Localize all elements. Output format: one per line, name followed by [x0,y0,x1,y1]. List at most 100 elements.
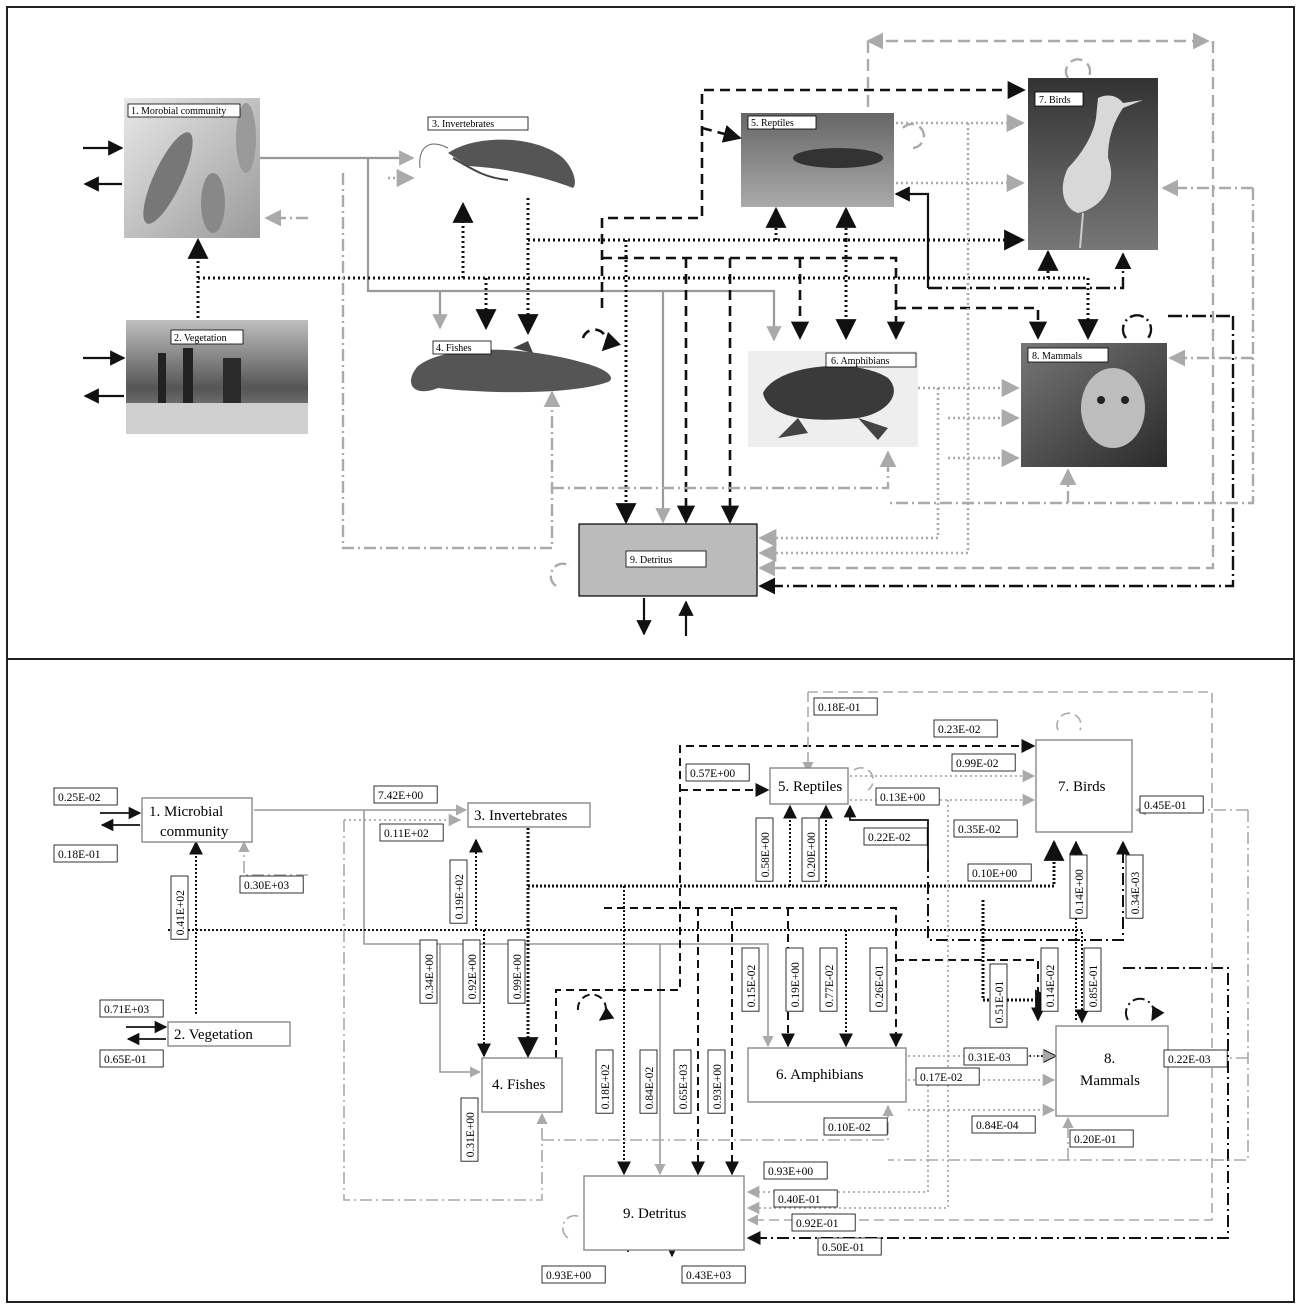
microbial-photo-label: 1. Morobial community [131,106,226,117]
flow-value-text: 0.14E+00 [1074,869,1086,914]
flow-value-label: 0.71E+03 [100,1000,163,1017]
flow-value-label: 0.93E+00 [764,1162,827,1179]
pictorial-network-panel: 1. Morobial community 2. Vegetation 3. I… [6,6,1295,660]
flow-value-label: 0.93E+00 [708,1050,725,1113]
flow-value-label: 0.92E+00 [463,940,480,1003]
mammals-node [1056,1026,1168,1116]
flow-value-label: 0.77E-02 [820,948,837,1011]
top-black-dotted-flows [198,198,1088,522]
mammals-node-label-2: Mammals [1080,1073,1140,1089]
flow-value-label: 0.13E+00 [876,788,939,805]
fishes-photo-label: 4. Fishes [436,343,472,354]
flow-value-text: 0.23E-02 [938,724,981,736]
flow-value-label: 0.31E-03 [964,1048,1027,1065]
flow-value-label: 0.57E+00 [686,764,749,781]
flow-value-text: 0.93E+00 [712,1064,724,1109]
flow-value-text: 0.15E-02 [746,964,758,1007]
invertebrates-node-label: 3. Invertebrates [474,808,567,824]
quantitative-network-svg: 1. Microbial community 2. Vegetation 3. … [8,660,1297,1305]
flow-value-label: 0.65E-01 [100,1050,163,1067]
flow-value-text: 0.99E+00 [512,954,524,999]
flow-value-label: 0.65E+03 [674,1050,691,1113]
flow-value-label: 0.14E-02 [1041,948,1058,1011]
flow-value-label: 0.58E+00 [756,818,773,881]
birds-node-label: 7. Birds [1058,779,1106,795]
flow-value-text: 0.92E-01 [796,1218,839,1230]
flow-value-label: 0.99E+00 [508,940,525,1003]
reptiles-node-label: 5. Reptiles [778,779,842,795]
quantitative-network-panel: 1. Microbial community 2. Vegetation 3. … [6,658,1295,1303]
flow-value-label: 0.20E+00 [802,818,819,881]
microbial-node-label-2: community [160,824,229,840]
flow-value-text: 0.25E-02 [58,792,101,804]
flow-value-label: 0.35E-02 [954,820,1017,837]
top-gray-solid-flows [260,158,774,522]
flow-value-text: 0.34E+00 [424,954,436,999]
top-gray-dotted-flows [388,123,1023,553]
flow-value-text: 0.20E-01 [1074,1134,1117,1146]
mammals-photo-label: 8. Mammals [1032,351,1082,362]
detritus-node-label: 9. Detritus [623,1206,686,1222]
flow-value-text: 0.11E+02 [384,828,429,840]
flow-value-label: 0.10E-02 [824,1118,887,1135]
flow-value-text: 0.92E+00 [467,954,479,999]
flow-value-label: 0.25E-02 [54,788,117,805]
flow-value-text: 0.19E+02 [454,874,466,919]
flow-value-text: 0.65E+03 [678,1064,690,1109]
flow-value-text: 0.84E-02 [644,1066,656,1109]
amphibians-node-label: 6. Amphibians [776,1067,864,1083]
birds-photo-label: 7. Birds [1039,95,1071,106]
flow-value-text: 0.31E-03 [968,1052,1011,1064]
flow-value-label: 0.85E-01 [1084,948,1101,1011]
mammals-node-label-1: 8. [1104,1051,1115,1067]
crayfish-icon [420,140,575,188]
flow-value-text: 0.84E-04 [976,1120,1019,1132]
flow-value-label: 0.22E-03 [1164,1050,1227,1067]
flow-value-label: 0.93E+00 [542,1266,605,1283]
flow-value-label: 0.51E-01 [990,964,1007,1027]
flow-value-text: 0.26E-01 [874,964,886,1007]
flow-value-label: 0.31E+00 [461,1098,478,1161]
flow-value-text: 0.93E+00 [546,1270,591,1282]
flow-value-label: 0.34E+00 [420,940,437,1003]
flow-value-text: 0.31E+00 [465,1112,477,1157]
flow-value-text: 0.43E+03 [686,1270,731,1282]
flow-value-text: 0.41E+02 [175,890,187,935]
flow-value-label: 0.30E+03 [240,876,303,893]
flow-value-label: 0.15E-02 [742,948,759,1011]
flow-value-text: 0.22E-03 [1168,1054,1211,1066]
flow-value-text: 0.71E+03 [104,1004,149,1016]
microbial-community-photo [124,98,260,238]
flow-value-label: 0.99E-02 [952,754,1015,771]
invertebrates-photo-label: 3. Invertebrates [432,119,494,130]
flow-value-text: 0.65E-01 [104,1054,147,1066]
flow-value-text: 0.22E-02 [868,832,911,844]
flow-value-text: 0.18E-01 [58,849,101,861]
flow-value-label: 0.17E-02 [916,1068,979,1085]
flow-value-text: 0.10E-02 [828,1122,871,1134]
flow-value-label: 0.18E+02 [596,1050,613,1113]
flow-value-text: 0.17E-02 [920,1072,963,1084]
flow-value-label: 7.42E+00 [374,786,437,803]
flow-value-label: 0.22E-02 [864,828,927,845]
microbial-node-label-1: 1. Microbial [149,804,223,820]
flow-value-text: 0.93E+00 [768,1166,813,1178]
flow-value-label: 0.10E+00 [968,864,1031,881]
flow-value-text: 0.77E-02 [824,964,836,1007]
flow-value-text: 0.10E+00 [972,868,1017,880]
pictorial-network-svg: 1. Morobial community 2. Vegetation 3. I… [8,8,1297,662]
flow-value-text: 0.51E-01 [994,980,1006,1023]
flow-value-text: 0.34E-03 [1130,871,1142,914]
flow-value-label: 0.20E-01 [1070,1130,1133,1147]
flow-value-label: 0.26E-01 [870,948,887,1011]
flow-value-text: 0.58E+00 [760,832,772,877]
flow-value-label: 0.41E+02 [171,876,188,939]
flow-value-label: 0.84E-04 [972,1116,1035,1133]
flow-value-label: 0.40E-01 [774,1190,837,1207]
bottom-gray-dashdot-flows [244,810,1248,1238]
flow-value-label: 0.14E+00 [1070,855,1087,918]
vegetation-node-label: 2. Vegetation [174,1027,253,1043]
flow-value-label: 0.84E-02 [640,1050,657,1113]
flow-value-label: 0.18E-01 [54,845,117,862]
vegetation-photo-label: 2. Vegetation [174,333,227,344]
